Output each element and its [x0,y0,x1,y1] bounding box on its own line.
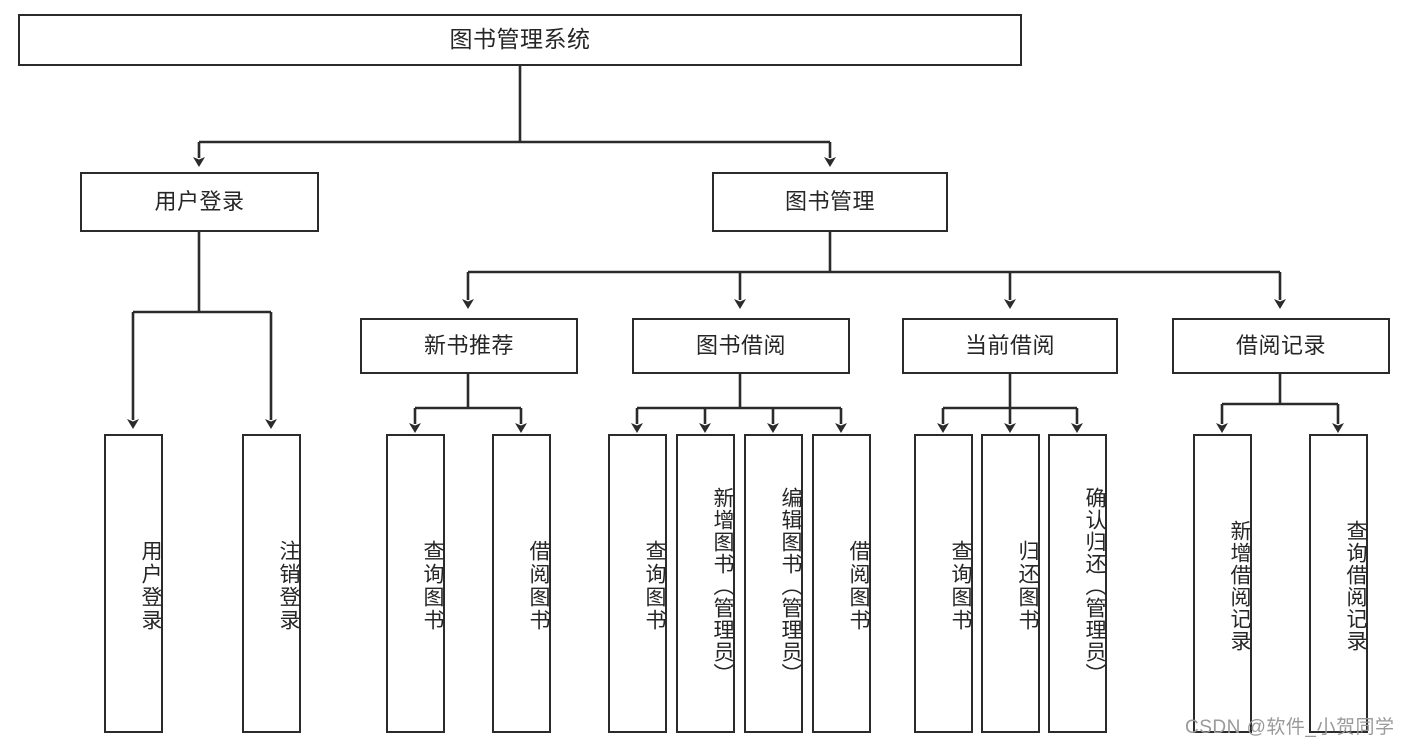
node-label: 借阅图书 [847,539,870,632]
node-user-login[interactable]: 用户登录 [80,172,319,232]
node-borrow-record[interactable]: 借阅记录 [1172,318,1390,374]
node-label: 借阅图书 [527,539,550,632]
node-label: 新增图书（管理员） [711,486,734,685]
node-leaf-add-book[interactable]: 新增图书（管理员） [676,434,735,733]
node-label: 编辑图书（管理员） [779,486,802,685]
node-leaf-query-book-1[interactable]: 查询图书 [386,434,445,733]
node-label: 当前借阅 [964,332,1055,358]
node-leaf-confirm-return[interactable]: 确认归还（管理员） [1048,434,1107,733]
node-label: 新书推荐 [423,332,514,358]
node-leaf-query-book-2[interactable]: 查询图书 [608,434,667,733]
node-leaf-borrow-book-2[interactable]: 借阅图书 [812,434,871,733]
node-leaf-borrow-book-1[interactable]: 借阅图书 [492,434,551,733]
node-label: 注销登录 [277,539,300,632]
node-new-book-recommend[interactable]: 新书推荐 [360,318,578,374]
node-leaf-user-login[interactable]: 用户登录 [104,434,163,733]
node-leaf-edit-book[interactable]: 编辑图书（管理员） [744,434,803,733]
node-label: 图书借阅 [695,332,786,358]
node-leaf-add-borrow-record[interactable]: 新增借阅记录 [1193,434,1252,733]
node-label: 确认归还（管理员） [1083,486,1106,685]
node-root-book-management-system[interactable]: 图书管理系统 [18,14,1022,66]
node-leaf-query-borrow-record[interactable]: 查询借阅记录 [1309,434,1368,733]
node-leaf-logout-login[interactable]: 注销登录 [242,434,301,733]
node-label: 用户登录 [154,188,245,214]
node-label: 查询图书 [949,539,972,632]
node-label: 图书管理 [784,188,875,214]
node-label: 新增借阅记录 [1228,519,1251,652]
node-leaf-query-book-3[interactable]: 查询图书 [914,434,973,733]
node-current-borrow[interactable]: 当前借阅 [902,318,1118,374]
node-label: 图书管理系统 [449,26,591,53]
node-label: 查询图书 [643,539,666,632]
node-label: 用户登录 [139,539,162,632]
watermark: CSDN @软件_小贺同学 [1185,717,1395,738]
node-book-borrow[interactable]: 图书借阅 [632,318,850,374]
node-label: 归还图书 [1016,539,1039,632]
node-label: 查询图书 [421,539,444,632]
node-leaf-return-book[interactable]: 归还图书 [981,434,1040,733]
node-book-management[interactable]: 图书管理 [712,172,948,232]
node-label: 借阅记录 [1235,332,1326,358]
node-label: 查询借阅记录 [1344,519,1367,652]
